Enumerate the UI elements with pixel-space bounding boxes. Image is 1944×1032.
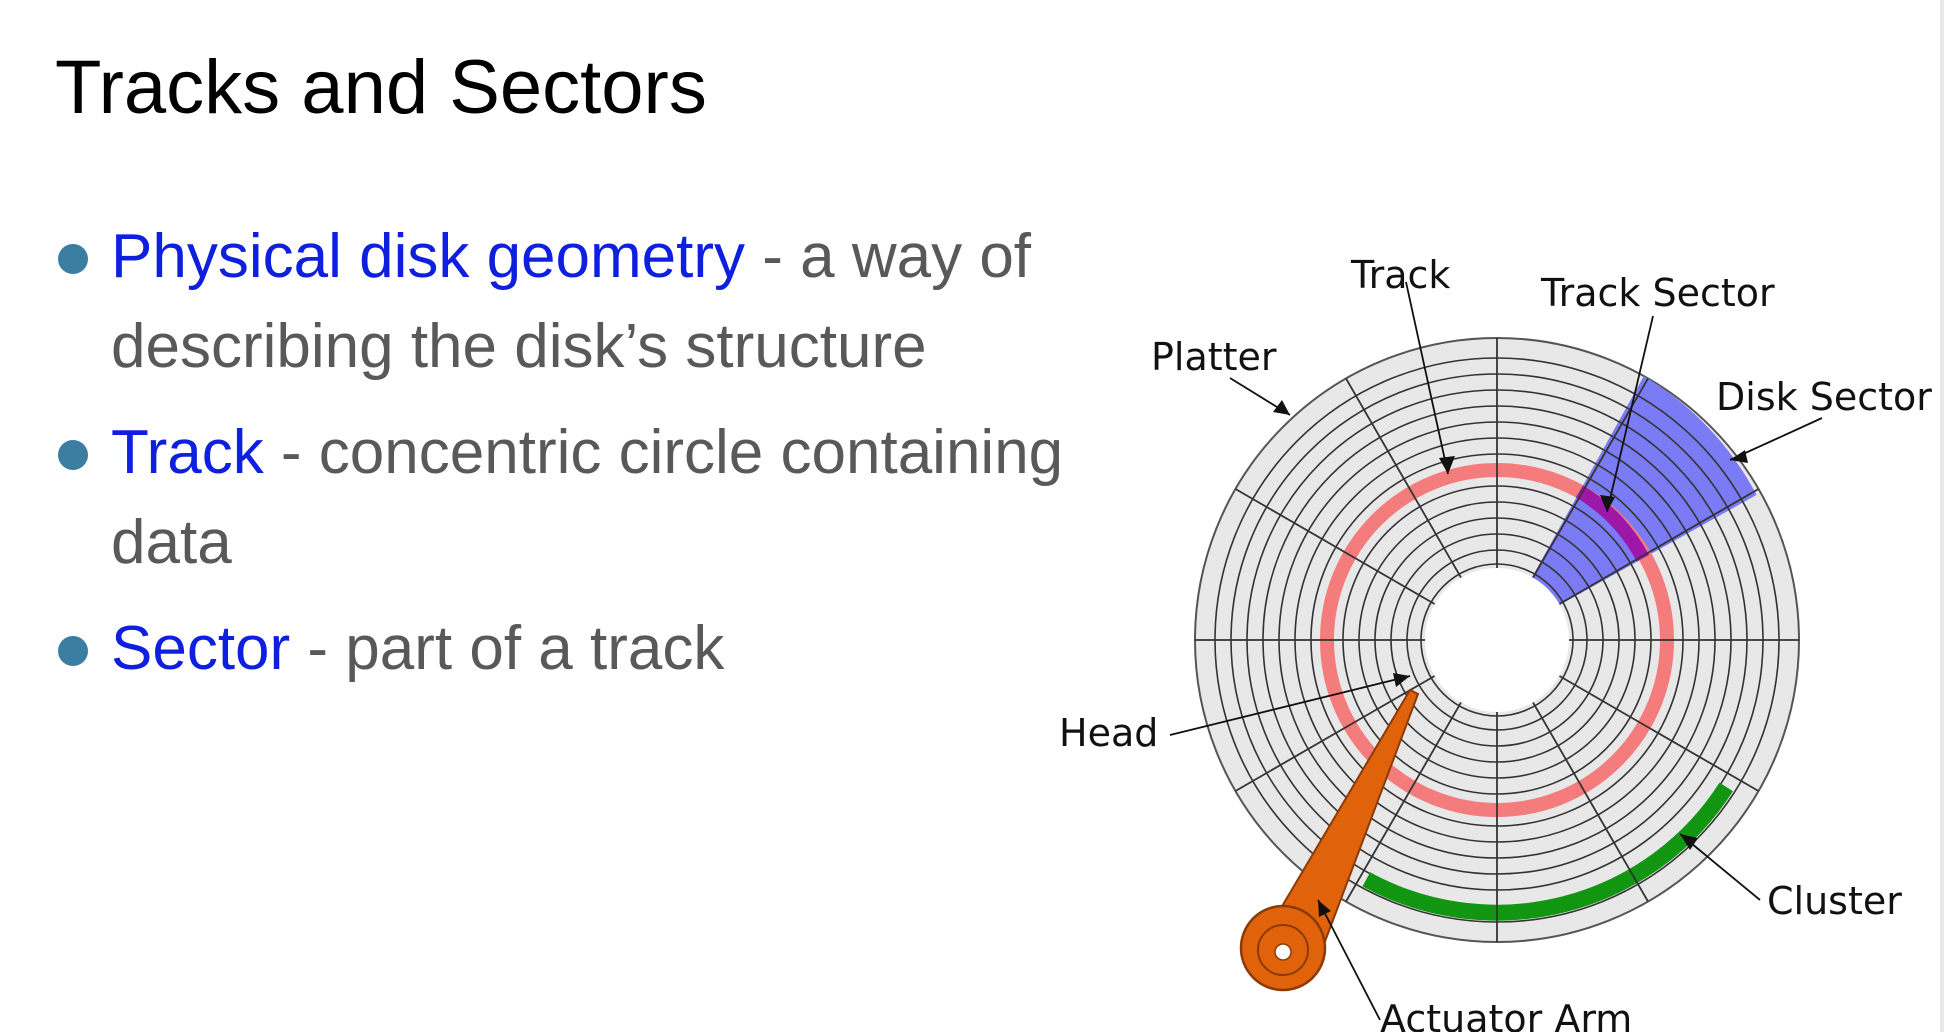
bullet-item-sector: Sector - part of a track xyxy=(58,604,1118,694)
bullet-text: - a way of describing the disk’s structu… xyxy=(111,222,1032,381)
label-track-sector: Track Sector xyxy=(1540,271,1775,315)
bullet-item-physical-disk-geometry: Physical disk geometry - a way of descri… xyxy=(58,212,1118,392)
leader-lines xyxy=(1169,281,1823,1021)
label-disk-sector: Disk Sector xyxy=(1716,375,1932,419)
disk-geometry-diagram: Track Track Sector Platter Disk Sector H… xyxy=(1059,253,1932,1032)
label-platter: Platter xyxy=(1151,335,1277,379)
sector-lines xyxy=(1195,338,1799,942)
label-actuator-arm: Actuator Arm xyxy=(1380,997,1632,1032)
bullet-item-track: Track - concentric circle containing dat… xyxy=(58,408,1118,588)
bullet-list: Physical disk geometry - a way of descri… xyxy=(58,212,1118,710)
bullet-text: - concentric circle containing data xyxy=(111,418,1064,577)
bullet-icon xyxy=(58,244,88,274)
label-cluster: Cluster xyxy=(1767,879,1902,923)
slide-edge xyxy=(1940,0,1944,1032)
bullet-term: Track xyxy=(111,418,264,487)
arrowheads xyxy=(1273,400,1748,917)
bullet-text: - part of a track xyxy=(290,614,725,683)
actuator-arm xyxy=(1239,688,1420,992)
bullet-icon xyxy=(58,440,88,470)
cluster-arc xyxy=(1362,782,1733,921)
bullet-icon xyxy=(58,636,88,666)
track-sector-highlight xyxy=(1575,485,1650,562)
spindle-hole xyxy=(1425,568,1569,712)
bullet-term: Sector xyxy=(111,614,291,683)
disk-sector-wedge xyxy=(1497,376,1757,640)
label-head: Head xyxy=(1059,711,1158,755)
label-track: Track xyxy=(1350,253,1450,297)
bullet-term: Physical disk geometry xyxy=(111,222,746,291)
slide-title: Tracks and Sectors xyxy=(55,45,707,130)
